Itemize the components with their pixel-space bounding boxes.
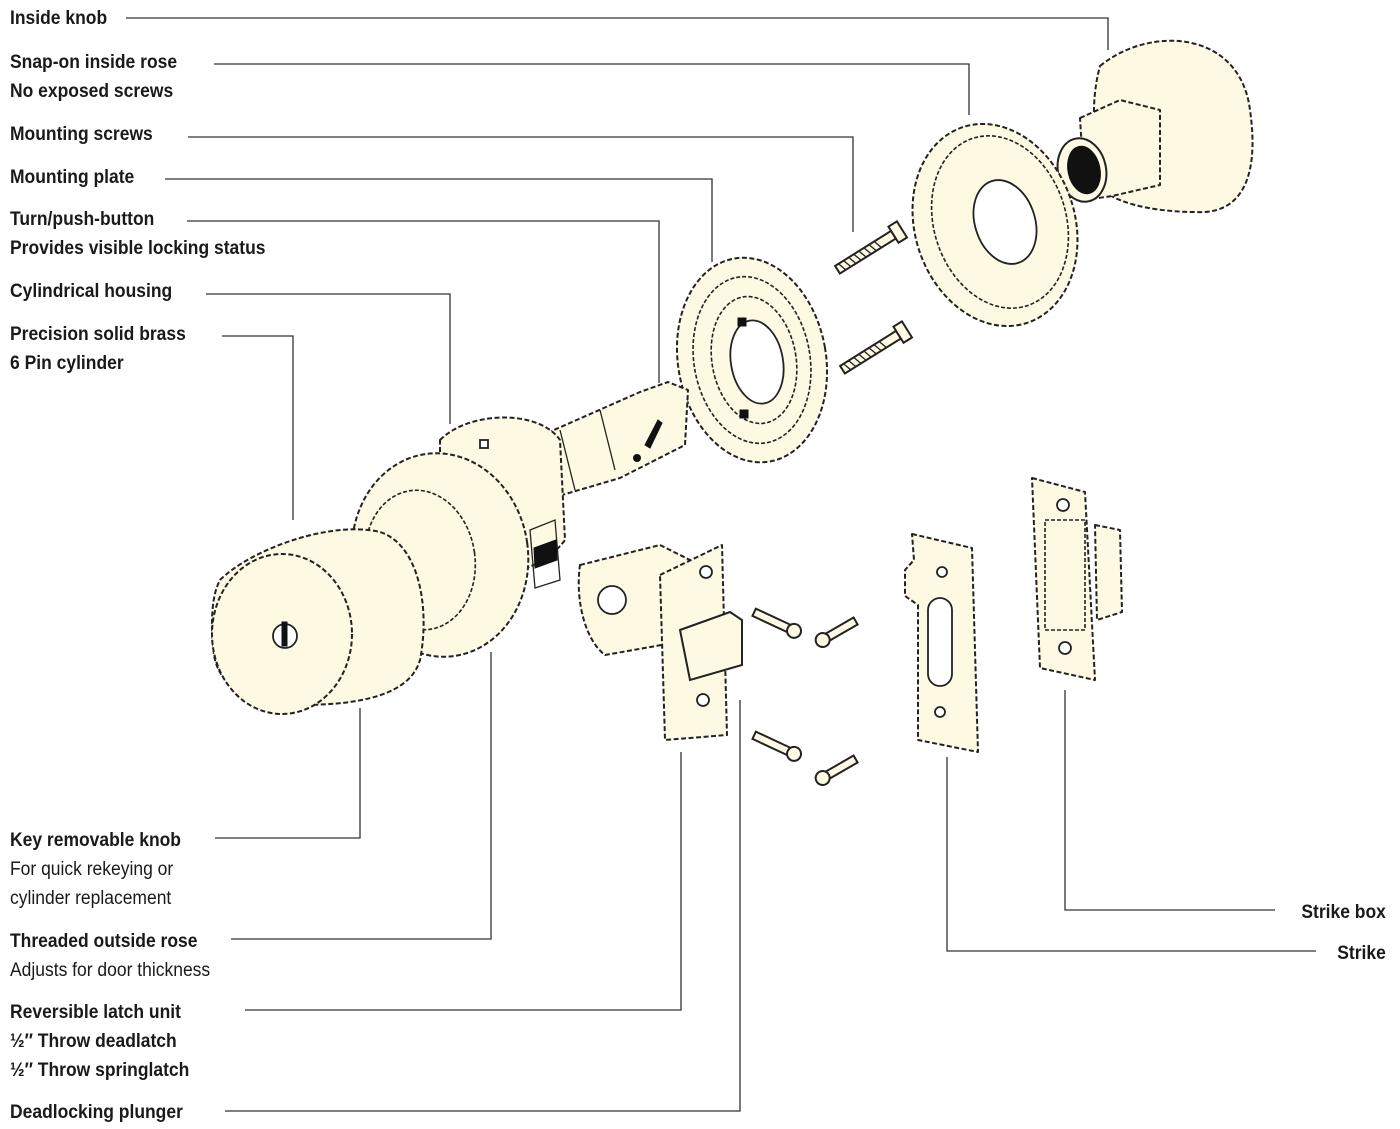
label-housing-title: Cylindrical housing bbox=[10, 281, 173, 302]
label-outside-rose-title: Threaded outside rose bbox=[10, 931, 198, 952]
mounting-screws-illustration bbox=[833, 220, 914, 375]
leader-latch bbox=[245, 752, 682, 1011]
label-outside-rose-line-1: Adjusts for door thickness bbox=[10, 960, 211, 981]
leader-strike bbox=[946, 757, 1316, 952]
leader-inside-knob bbox=[126, 17, 1109, 50]
label-outside-rose: Threaded outside rose Adjusts for door t… bbox=[10, 927, 210, 985]
label-strike: Strike bbox=[1337, 939, 1386, 968]
label-inside-knob-title: Inside knob bbox=[10, 8, 108, 29]
label-strike-title: Strike bbox=[1337, 943, 1386, 964]
leader-mounting-screws bbox=[188, 136, 854, 232]
strike-box-illustration bbox=[1031, 477, 1123, 681]
label-cylinder: Precision solid brass 6 Pin cylinder bbox=[10, 320, 186, 378]
label-mounting-plate-title: Mounting plate bbox=[10, 167, 135, 188]
label-latch-line-1: ½″ Throw deadlatch bbox=[10, 1031, 177, 1052]
leader-plunger bbox=[225, 700, 741, 1112]
label-inside-rose-line-1: No exposed screws bbox=[10, 81, 174, 102]
label-turn-button: Turn/push-button Provides visible lockin… bbox=[10, 205, 266, 263]
inside-rose-illustration bbox=[911, 122, 1079, 328]
label-latch-line-2: ½″ Throw springlatch bbox=[10, 1060, 190, 1081]
leader-strike-box bbox=[1064, 690, 1275, 911]
mounting-plate-illustration bbox=[675, 256, 829, 464]
label-housing: Cylindrical housing bbox=[10, 277, 172, 306]
label-mounting-screws-title: Mounting screws bbox=[10, 124, 153, 145]
label-strike-box: Strike box bbox=[1301, 898, 1386, 927]
label-inside-rose-title: Snap-on inside rose bbox=[10, 52, 178, 73]
leader-lines bbox=[126, 17, 1316, 1112]
label-key-knob-line-1: For quick rekeying or bbox=[10, 859, 174, 880]
label-key-knob-title: Key removable knob bbox=[10, 830, 181, 851]
leader-housing bbox=[206, 293, 451, 424]
latch-unit-illustration bbox=[577, 544, 743, 741]
leader-turn-button bbox=[187, 220, 660, 383]
label-turn-button-line-1: Provides visible locking status bbox=[10, 238, 266, 259]
label-plunger-title: Deadlocking plunger bbox=[10, 1102, 183, 1123]
leader-cylinder bbox=[222, 335, 294, 520]
label-key-knob-line-2: cylinder replacement bbox=[10, 888, 172, 909]
leader-key-knob bbox=[215, 708, 361, 839]
strike-screws-illustration bbox=[751, 607, 859, 786]
outside-key-knob-illustration bbox=[211, 528, 425, 715]
label-inside-knob: Inside knob bbox=[10, 4, 107, 33]
label-mounting-screws: Mounting screws bbox=[10, 120, 153, 149]
label-latch-title: Reversible latch unit bbox=[10, 1002, 181, 1023]
label-key-knob: Key removable knob For quick rekeying or… bbox=[10, 826, 181, 913]
label-cylinder-title: Precision solid brass bbox=[10, 324, 186, 345]
label-cylinder-line-1: 6 Pin cylinder bbox=[10, 353, 124, 374]
label-mounting-plate: Mounting plate bbox=[10, 163, 134, 192]
label-inside-rose: Snap-on inside rose No exposed screws bbox=[10, 48, 177, 106]
inside-knob-illustration bbox=[1056, 39, 1254, 214]
label-strike-box-title: Strike box bbox=[1301, 902, 1386, 923]
leader-mounting-plate bbox=[165, 178, 713, 262]
label-plunger: Deadlocking plunger bbox=[10, 1098, 183, 1127]
label-latch: Reversible latch unit ½″ Throw deadlatch… bbox=[10, 998, 189, 1085]
leader-outside-rose bbox=[231, 652, 492, 940]
leader-inside-rose bbox=[214, 63, 970, 115]
label-turn-button-title: Turn/push-button bbox=[10, 209, 155, 230]
strike-illustration bbox=[904, 533, 979, 753]
